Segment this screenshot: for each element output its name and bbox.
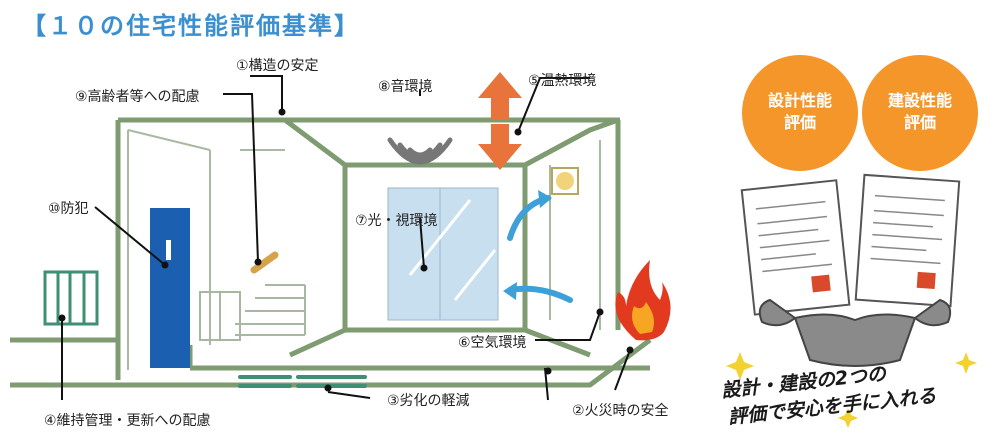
certificate-document-right: [854, 173, 961, 308]
fence-icon: [43, 270, 99, 326]
label-thermal: ⑤温熱環境: [528, 73, 597, 89]
thermal-arrows-icon: [478, 72, 522, 170]
label-structure: ①構造の安定: [236, 58, 319, 74]
label-elderly: ⑨高齢者等への配慮: [75, 89, 200, 105]
label-fire: ②火災時の安全: [572, 403, 669, 419]
certificate-document-left: [740, 179, 851, 316]
label-degradation: ③劣化の軽減: [387, 393, 470, 409]
label-light: ⑦光・視環境: [355, 213, 438, 229]
diagram-title: 【１０の住宅性能評価基準】: [22, 12, 360, 40]
construction-badge-line2: 評価: [904, 113, 936, 132]
handrail: [250, 251, 279, 274]
cabinet: [199, 291, 241, 341]
sparkle-icons: [726, 352, 977, 428]
design-badge-line1: 設計性能: [768, 91, 832, 110]
window-glass: [387, 187, 499, 321]
label-air: ⑥空気環境: [458, 335, 527, 351]
label-maintenance: ④維持管理・更新への配慮: [44, 413, 211, 429]
house-outline: [10, 117, 652, 388]
leader-dots: [58, 108, 634, 392]
airflow-arrows-icon: [507, 195, 573, 303]
fire-icon: [615, 260, 671, 341]
ventilation-fan-icon: [551, 167, 579, 195]
mascot-figure: [758, 298, 952, 367]
front-door: [150, 208, 190, 368]
construction-evaluation-badge: 建設性能 評価: [862, 55, 978, 171]
sound-wave-icon: [387, 137, 453, 165]
design-evaluation-badge: 設計性能 評価: [742, 55, 858, 171]
label-sound: ⑧音環境: [378, 79, 433, 95]
label-crime: ⑩防犯: [48, 201, 89, 217]
leader-lines: [61, 75, 631, 401]
design-badge-line2: 評価: [784, 113, 816, 132]
stairs: [235, 284, 306, 336]
pipes-icon: [238, 375, 367, 388]
construction-badge-line1: 建設性能: [888, 91, 952, 110]
